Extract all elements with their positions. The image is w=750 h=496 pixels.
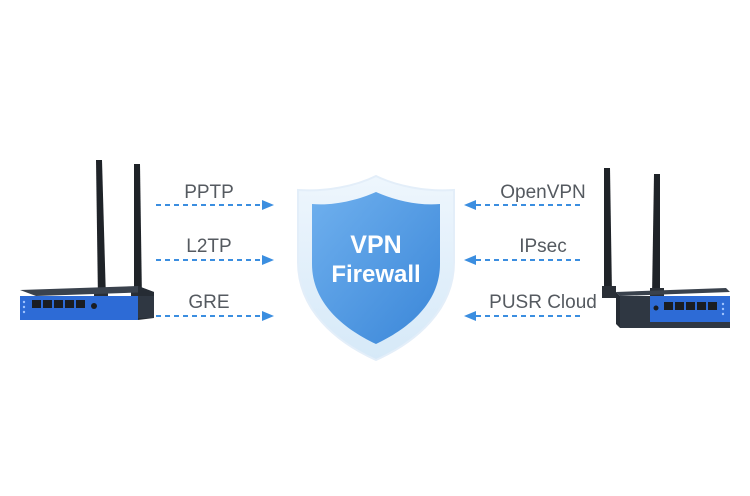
- protocol-label-gre: GRE: [188, 292, 230, 313]
- arrow-right-pptp: [156, 200, 274, 210]
- arrow-left-pusr-cloud: [464, 311, 584, 321]
- vpn-firewall-shield: VPN Firewall: [297, 174, 455, 362]
- arrow-right-l2tp: [156, 255, 274, 265]
- protocol-label-pptp: PPTP: [184, 182, 234, 203]
- arrow-left-openvpn: [464, 200, 584, 210]
- arrow-right-gre: [156, 311, 274, 321]
- protocol-label-ipsec: IPsec: [519, 236, 567, 257]
- shield-title-firewall: Firewall: [331, 261, 420, 288]
- protocol-label-pusr-cloud: PUSR Cloud: [489, 292, 597, 313]
- shield-title-vpn: VPN: [350, 231, 401, 259]
- left-router-image: [20, 160, 154, 320]
- right-router-image: [602, 168, 730, 328]
- arrow-left-ipsec: [464, 255, 584, 265]
- protocol-label-l2tp: L2TP: [186, 236, 232, 257]
- protocol-label-openvpn: OpenVPN: [500, 182, 586, 203]
